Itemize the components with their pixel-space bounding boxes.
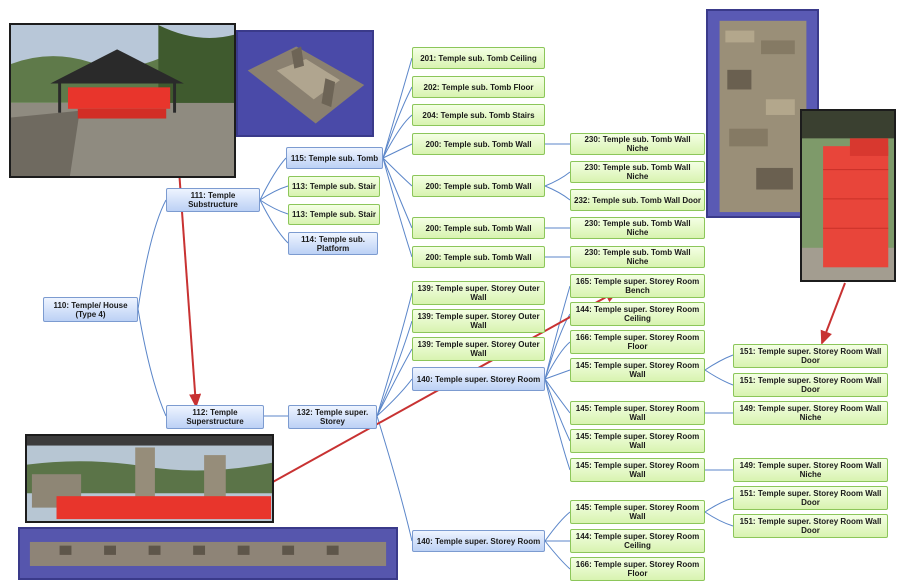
node-200a: 200: Temple sub. Tomb Wall xyxy=(412,133,545,155)
node-230c: 230: Temple sub. Tomb Wall Niche xyxy=(570,217,705,239)
node-200d: 200: Temple sub. Tomb Wall xyxy=(412,246,545,268)
superstructure-bench-photo xyxy=(25,434,274,523)
node-140a: 140: Temple super. Storey Room xyxy=(412,367,545,391)
node-149a: 149: Temple super. Storey Room Wall Nich… xyxy=(733,401,888,425)
node-113b: 113: Temple sub. Stair xyxy=(288,204,380,225)
node-145e: 145: Temple super. Storey Room Wall xyxy=(570,500,705,524)
node-115: 115: Temple sub. Tomb xyxy=(286,147,383,169)
node-166b: 166: Temple super. Storey Room Floor xyxy=(570,557,705,581)
node-139c: 139: Temple super. Storey Outer Wall xyxy=(412,337,545,361)
tomb-3d-model-photo xyxy=(236,30,374,137)
node-230b: 230: Temple sub. Tomb Wall Niche xyxy=(570,161,705,183)
bench-frieze-photo xyxy=(18,527,398,580)
node-139b: 139: Temple super. Storey Outer Wall xyxy=(412,309,545,333)
node-110: 110: Temple/ House (Type 4) xyxy=(43,297,138,322)
node-140b: 140: Temple super. Storey Room xyxy=(412,530,545,552)
node-113a: 113: Temple sub. Stair xyxy=(288,176,380,197)
node-149b: 149: Temple super. Storey Room Wall Nich… xyxy=(733,458,888,482)
node-201: 201: Temple sub. Tomb Ceiling xyxy=(412,47,545,69)
node-145c: 145: Temple super. Storey Room Wall xyxy=(570,429,705,453)
arrow-door-photo-to-151 xyxy=(820,282,846,345)
node-230d: 230: Temple sub. Tomb Wall Niche xyxy=(570,246,705,268)
node-151b: 151: Temple super. Storey Room Wall Door xyxy=(733,373,888,397)
node-165: 165: Temple super. Storey Room Bench xyxy=(570,274,705,298)
node-145b: 145: Temple super. Storey Room Wall xyxy=(570,401,705,425)
node-112: 112: Temple Superstructure xyxy=(166,405,264,429)
node-145d: 145: Temple super. Storey Room Wall xyxy=(570,458,705,482)
node-111: 111: Temple Substructure xyxy=(166,188,260,212)
node-166a: 166: Temple super. Storey Room Floor xyxy=(570,330,705,354)
wall-door-reconstruction-photo xyxy=(800,109,896,282)
node-202: 202: Temple sub. Tomb Floor xyxy=(412,76,545,98)
node-230a: 230: Temple sub. Tomb Wall Niche xyxy=(570,133,705,155)
node-204: 204: Temple sub. Tomb Stairs xyxy=(412,104,545,126)
node-200c: 200: Temple sub. Tomb Wall xyxy=(412,217,545,239)
node-151a: 151: Temple super. Storey Room Wall Door xyxy=(733,344,888,368)
node-232: 232: Temple sub. Tomb Wall Door xyxy=(570,189,705,211)
node-151d: 151: Temple super. Storey Room Wall Door xyxy=(733,514,888,538)
temple-substructure-photo xyxy=(9,23,236,178)
node-114: 114: Temple sub. Platform xyxy=(288,232,378,255)
node-139a: 139: Temple super. Storey Outer Wall xyxy=(412,281,545,305)
node-132: 132: Temple super. Storey xyxy=(288,405,377,429)
node-144b: 144: Temple super. Storey Room Ceiling xyxy=(570,529,705,553)
node-151c: 151: Temple super. Storey Room Wall Door xyxy=(733,486,888,510)
node-200b: 200: Temple sub. Tomb Wall xyxy=(412,175,545,197)
node-145a: 145: Temple super. Storey Room Wall xyxy=(570,358,705,382)
tomb-wall-niche-photo xyxy=(706,9,819,218)
node-144a: 144: Temple super. Storey Room Ceiling xyxy=(570,302,705,326)
